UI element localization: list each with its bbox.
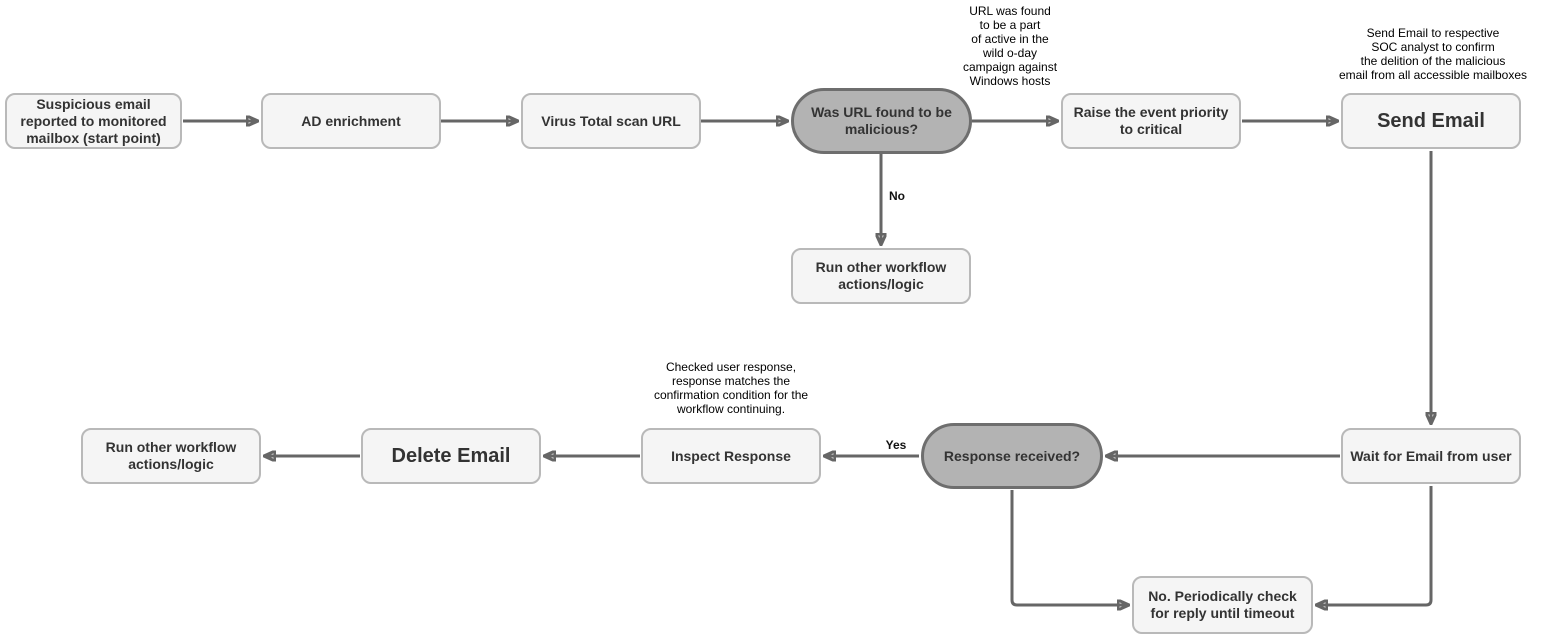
node-start[interactable]: Suspicious email reported to monitored m… [5, 93, 182, 149]
node-ad-enrichment[interactable]: AD enrichment [261, 93, 441, 149]
node-wait-email[interactable]: Wait for Email from user [1341, 428, 1521, 484]
edge-wait-email-to-periodic-check [1316, 486, 1433, 605]
node-run-other-bottom-label: Run other workflow actions/logic [105, 439, 237, 472]
edge-response-received-to-periodic-check [1010, 490, 1129, 605]
node-inspect-response-label: Inspect Response [671, 447, 791, 464]
node-run-other-top-label: Run other workflow actions/logic [815, 259, 947, 292]
annotation-send-email-note: Send Email to respective SOC analyst to … [1338, 26, 1528, 82]
node-periodic-check-label: No. Periodically check for reply until t… [1148, 588, 1297, 621]
node-url-malicious-label: Was URL found to be malicious? [811, 104, 952, 137]
node-response-received-label: Response received? [943, 447, 1081, 464]
node-wait-email-label: Wait for Email from user [1350, 447, 1512, 464]
node-raise-priority[interactable]: Raise the event priority to critical [1061, 93, 1241, 149]
annotation-inspect-note: Checked user response, response matches … [653, 360, 809, 416]
node-start-label: Suspicious email reported to monitored m… [20, 95, 167, 146]
node-run-other-bottom[interactable]: Run other workflow actions/logic [81, 428, 261, 484]
node-raise-priority-label: Raise the event priority to critical [1073, 104, 1229, 137]
node-response-received-decision[interactable]: Response received? [921, 423, 1103, 489]
node-inspect-response[interactable]: Inspect Response [641, 428, 821, 484]
annotation-url-campaign: URL was found to be a part of active in … [962, 4, 1058, 88]
node-periodic-check[interactable]: No. Periodically check for reply until t… [1132, 576, 1313, 634]
node-virus-total[interactable]: Virus Total scan URL [521, 93, 701, 149]
node-url-malicious-decision[interactable]: Was URL found to be malicious? [791, 88, 972, 154]
node-delete-email[interactable]: Delete Email [361, 428, 541, 484]
edge-label-yes: Yes [883, 438, 909, 452]
node-virus-total-label: Virus Total scan URL [541, 112, 681, 129]
node-send-email-label: Send Email [1377, 110, 1485, 132]
edge-label-no: No [887, 189, 907, 203]
node-delete-email-label: Delete Email [391, 445, 511, 467]
node-ad-enrichment-label: AD enrichment [301, 112, 401, 129]
node-run-other-top[interactable]: Run other workflow actions/logic [791, 248, 971, 304]
node-send-email[interactable]: Send Email [1341, 93, 1521, 149]
